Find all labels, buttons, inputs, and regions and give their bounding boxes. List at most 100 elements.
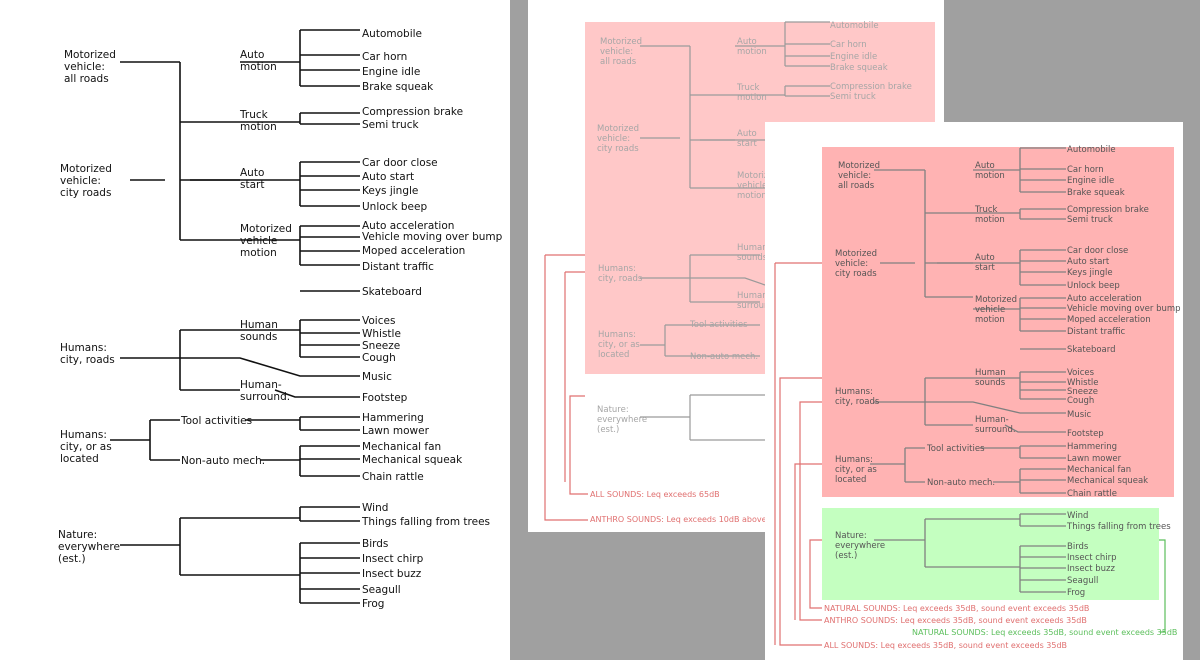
mid-rule-all-sounds: ALL SOUNDS: Leq exceeds 65dB (590, 490, 720, 499)
leaf-insect-chirp: Insect chirp (362, 553, 424, 565)
leaf-mechanical-squeak: Mechanical squeak (362, 454, 463, 466)
mid-non-auto-mech: Non-auto mech. (690, 352, 758, 362)
mid-car-horn: Car horn (830, 40, 867, 50)
mid-compression-brake: Compression brake (830, 82, 912, 92)
r-rule-natural-red: NATURAL SOUNDS: Leq exceeds 35dB, sound … (824, 604, 1089, 613)
leaf-footstep: Footstep (362, 392, 408, 404)
leaf-lawn-mower: Lawn mower (362, 425, 430, 437)
r-auto-start-leaf: Auto start (1067, 257, 1110, 267)
r-car-door-close: Car door close (1067, 246, 1128, 256)
r-hammering: Hammering (1067, 442, 1117, 452)
leaf-mechanical-fan: Mechanical fan (362, 441, 441, 453)
leaf-birds: Birds (362, 538, 388, 550)
r-skateboard: Skateboard (1067, 345, 1116, 355)
r-keys-jingle: Keys jingle (1067, 268, 1113, 278)
leaf-brake-squeak: Brake squeak (362, 81, 434, 93)
leaf-skateboard: Skateboard (362, 286, 422, 298)
leaf-seagull: Seagull (362, 584, 401, 596)
leaf-frog: Frog (362, 598, 384, 610)
r-brake-squeak: Brake squeak (1067, 188, 1125, 198)
r-rule-all-sounds: ALL SOUNDS: Leq exceeds 35dB, sound even… (824, 641, 1067, 650)
mid-semi-truck: Semi truck (830, 92, 876, 102)
r-car-horn: Car horn (1067, 165, 1104, 175)
r-vehicle-bump: Vehicle moving over bump (1067, 304, 1181, 314)
leaf-moped-acceleration: Moped acceleration (362, 245, 465, 257)
r-chain-rattle: Chain rattle (1067, 489, 1117, 499)
panel-plain-tree (110, 29, 360, 604)
leaf-insect-buzz: Insect buzz (362, 568, 422, 580)
r-music: Music (1067, 410, 1092, 420)
r-compression-brake: Compression brake (1067, 205, 1149, 215)
r-semi-truck: Semi truck (1067, 215, 1113, 225)
leaf-car-door-close: Car door close (362, 157, 438, 169)
r-lawn-mower: Lawn mower (1067, 454, 1122, 464)
mid-automobile: Automobile (830, 21, 879, 31)
leaf-sneeze: Sneeze (362, 340, 400, 352)
r-non-auto-mech: Non-auto mech. (927, 478, 995, 488)
r-things-falling: Things falling from trees (1066, 522, 1171, 532)
leaf-semi-truck: Semi truck (362, 119, 419, 131)
r-unlock-beep: Unlock beep (1067, 281, 1120, 291)
r-humans-roads: Humans:city, roads (835, 387, 880, 407)
r-mechanical-fan: Mechanical fan (1067, 465, 1131, 475)
leaf-chain-rattle: Chain rattle (362, 471, 424, 483)
mid-nature: Nature:everywhere(est.) (597, 405, 647, 435)
leaf-vehicle-bump: Vehicle moving over bump (362, 231, 503, 243)
leaf-cough: Cough (362, 352, 396, 364)
leaf-compression-brake: Compression brake (362, 106, 463, 118)
leaf-whistle: Whistle (362, 328, 401, 340)
leaf-engine-idle: Engine idle (362, 66, 420, 78)
r-human-surround: Human-surround. (975, 415, 1016, 435)
label-tool-activities: Tool activities (180, 415, 252, 427)
r-seagull: Seagull (1067, 576, 1098, 586)
r-footstep: Footstep (1067, 429, 1104, 439)
r-insect-buzz: Insect buzz (1067, 564, 1116, 574)
leaf-voices: Voices (362, 315, 395, 327)
label-nature: Nature:everywhere(est.) (58, 529, 120, 565)
leaf-unlock-beep: Unlock beep (362, 201, 427, 213)
r-engine-idle: Engine idle (1067, 176, 1114, 186)
r-auto-acceleration: Auto acceleration (1067, 294, 1142, 304)
r-voices: Voices (1067, 368, 1095, 378)
r-rule-natural-green: NATURAL SOUNDS: Leq exceeds 35dB, sound … (912, 628, 1177, 637)
leaf-distant-traffic: Distant traffic (362, 261, 434, 273)
mid-rule-anthro: ANTHRO SOUNDS: Leq exceeds 10dB above am (590, 515, 782, 524)
r-sneeze: Sneeze (1067, 387, 1098, 397)
leaf-car-horn: Car horn (362, 51, 407, 63)
r-rule-anthro: ANTHRO SOUNDS: Leq exceeds 35dB, sound e… (824, 616, 1087, 625)
leaf-hammering: Hammering (362, 412, 424, 424)
mid-engine-idle: Engine idle (830, 52, 877, 62)
r-whistle: Whistle (1067, 378, 1099, 388)
mid-tool-activities: Tool activities (689, 320, 748, 330)
pink-anthro-region (822, 147, 1174, 497)
r-cough: Cough (1067, 396, 1094, 406)
r-mechanical-squeak: Mechanical squeak (1067, 476, 1148, 486)
label-human-surround: Human-surround. (240, 379, 290, 403)
r-automobile: Automobile (1067, 145, 1116, 155)
mid-humans-roads: Humans:city, roads (598, 264, 643, 284)
